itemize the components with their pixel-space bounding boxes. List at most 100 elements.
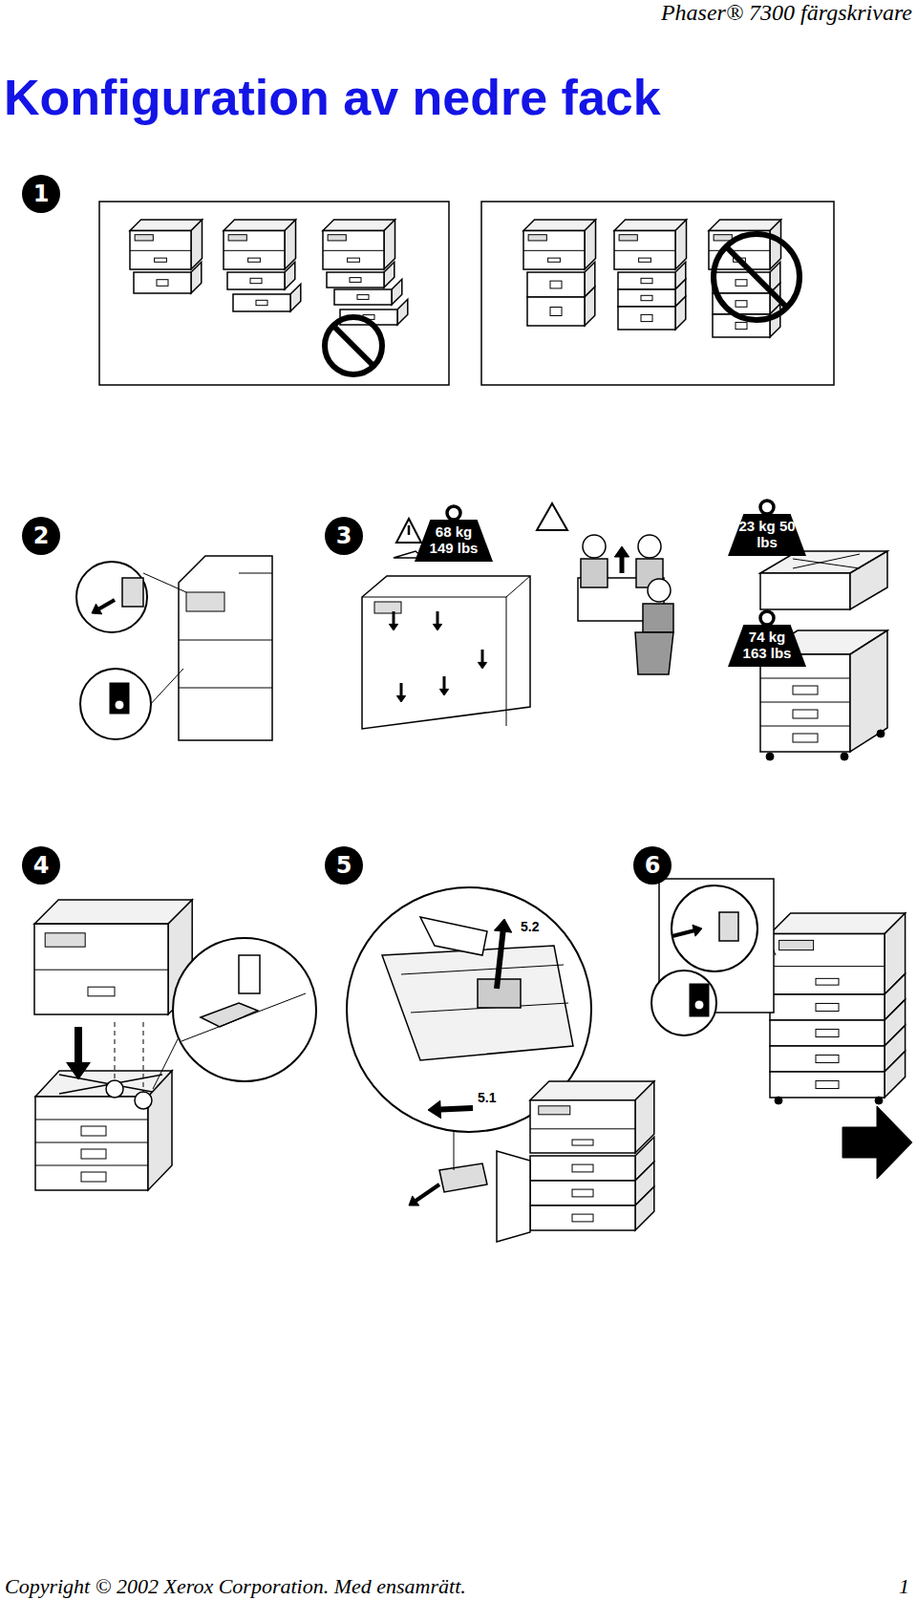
line: [481, 649, 485, 662]
weight-label: 23 kg 50 lbs: [735, 517, 799, 551]
shape: [284, 261, 296, 290]
copyright-footer: Copyright © 2002 Xerox Corporation. Med …: [4, 1574, 467, 1600]
line: [708, 250, 770, 252]
weight-symbol: 23 kg 50 lbs: [727, 498, 807, 556]
printer: [614, 219, 687, 270]
outline: [719, 912, 739, 941]
prohibited-symbol: [713, 234, 800, 320]
tray: [326, 261, 395, 288]
arrow: [614, 546, 629, 574]
tray: [769, 1050, 906, 1098]
line: [760, 678, 851, 680]
outline: [815, 1002, 839, 1011]
shape: [427, 1100, 442, 1118]
printer: [530, 1081, 655, 1153]
tray: [769, 973, 906, 1021]
line: [760, 702, 851, 704]
line: [760, 725, 851, 727]
line: [614, 250, 676, 252]
weight-ring: [760, 611, 774, 625]
arrow: [408, 1184, 440, 1206]
line: [506, 575, 531, 598]
step-label: 1: [33, 180, 50, 208]
step-label: 4: [33, 852, 50, 879]
weight-label: 68 kg 149 lbs: [422, 523, 486, 556]
line: [129, 250, 192, 252]
outline: [81, 1126, 107, 1136]
weight-symbol: 74 kg 163 lbs: [727, 609, 807, 667]
outline: [327, 234, 346, 241]
step-circle-fill: [324, 516, 363, 555]
shape: [439, 1163, 488, 1193]
line: [333, 325, 374, 366]
line: [223, 250, 285, 252]
weight-label: 74 kg 163 lbs: [735, 628, 799, 662]
step-2-art: [76, 555, 273, 741]
arrow: [672, 924, 703, 937]
step-5-art: [346, 887, 655, 1242]
tray: [530, 1161, 655, 1206]
outline: [640, 314, 653, 321]
outline: [769, 934, 885, 995]
line: [792, 554, 860, 569]
outline: [580, 558, 608, 588]
shape: [397, 298, 408, 325]
outline: [760, 654, 851, 752]
tray: [133, 261, 202, 294]
outline: [326, 272, 384, 288]
outline: [223, 231, 285, 270]
line: [530, 1128, 636, 1130]
shape: [383, 261, 395, 288]
arrow: [91, 599, 115, 615]
outline: [769, 1045, 885, 1072]
shape: [769, 303, 781, 338]
outline: [134, 234, 153, 241]
shape: [34, 899, 192, 924]
line: [99, 599, 115, 610]
outline: [815, 978, 839, 985]
outline: [186, 592, 225, 612]
line: [143, 1022, 145, 1099]
outline: [35, 1096, 149, 1191]
outline: [228, 234, 247, 241]
shape: [692, 924, 703, 937]
tray: [618, 261, 686, 290]
printer: [34, 899, 192, 1015]
shape: [614, 219, 687, 232]
outline: [614, 231, 676, 270]
outline: [642, 603, 674, 633]
line: [401, 964, 564, 975]
line: [506, 597, 508, 726]
arrow: [493, 918, 512, 989]
shape: [536, 503, 568, 531]
line: [440, 1108, 473, 1109]
line: [496, 931, 504, 989]
outline: [713, 234, 732, 241]
shape: [322, 219, 396, 232]
shape: [66, 1062, 91, 1080]
outline: [87, 986, 115, 997]
circle: [114, 700, 125, 710]
callout-number: 5.2: [520, 918, 539, 935]
step-circle-fill: [633, 846, 672, 885]
circle: [172, 938, 317, 1082]
shape: [477, 661, 487, 669]
shape: [493, 918, 512, 933]
circle: [774, 1096, 783, 1105]
outline: [689, 983, 709, 1017]
shape: [396, 695, 406, 703]
outline: [572, 1139, 594, 1146]
line: [35, 1119, 149, 1121]
outline: [530, 1100, 636, 1153]
outline: [44, 933, 86, 947]
shape: [382, 945, 574, 1061]
shape: [148, 1070, 172, 1191]
outline: [133, 272, 192, 294]
line: [392, 611, 396, 624]
tray: [769, 999, 906, 1046]
people: [577, 534, 674, 675]
step-circle-fill: [21, 174, 61, 214]
step-number: 3: [324, 516, 363, 555]
step-circle-fill: [21, 516, 61, 555]
circle: [134, 1091, 152, 1109]
